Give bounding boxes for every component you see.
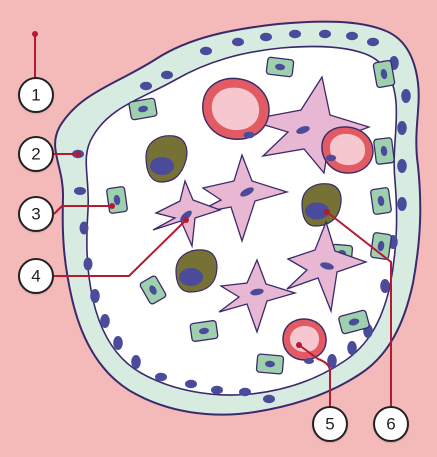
label-1: 1 [19,78,53,112]
leader-dot-icon [296,342,302,348]
green-cell [129,98,158,120]
label-3: 3 [19,197,53,231]
outer-nucleus [161,71,173,79]
outer-nucleus [367,38,379,46]
green-cell [266,57,294,77]
label-4: 4 [19,259,53,293]
outer-nucleus [289,30,301,38]
outer-nucleus [211,386,223,394]
label-6-text: 6 [386,414,395,433]
green-cell [190,320,218,341]
outer-nucleus [140,82,152,90]
green-cell [373,60,395,88]
label-1-text: 1 [31,85,40,104]
outer-nucleus [397,159,407,173]
outer-nucleus [131,355,141,369]
green-cell [106,186,127,213]
outer-nucleus [100,314,110,328]
outer-nucleus [397,121,407,135]
label-2: 2 [19,137,53,171]
outer-nucleus [346,32,358,40]
leader-dot-icon [32,31,38,37]
outer-nucleus [84,258,93,271]
label-5: 5 [313,407,347,441]
leader-dot-icon [75,151,81,157]
outer-nucleus [80,222,89,235]
label-6: 6 [374,407,408,441]
outer-nucleus [185,380,197,388]
label-2-text: 2 [31,144,40,163]
green-cell [374,137,395,164]
outer-nucleus [113,336,123,350]
leader-dot-icon [324,209,330,215]
outer-nucleus [155,373,167,381]
outer-nucleus [263,395,275,403]
outer-nucleus [239,388,251,396]
outer-nucleus [260,33,272,41]
outer-nucleus [380,279,390,293]
outer-nucleus [319,30,331,38]
label-5-text: 5 [325,414,334,433]
leader-dot-icon [109,203,115,209]
green-cell [256,354,283,374]
outer-nucleus [401,89,411,103]
green-cell [370,187,391,214]
outer-nucleus [232,38,244,46]
dark-cell [176,250,217,292]
vessel-medium [322,127,373,173]
label-3-text: 3 [31,204,40,223]
outer-nucleus [200,47,212,55]
outer-nucleus [90,289,100,303]
outer-nucleus [74,187,86,195]
outer-nucleus [397,197,407,211]
label-4-text: 4 [31,266,40,285]
vessel-large [203,78,269,139]
outer-nucleus [347,341,357,355]
green-cell [370,232,391,259]
leader-dot-icon [183,217,189,223]
